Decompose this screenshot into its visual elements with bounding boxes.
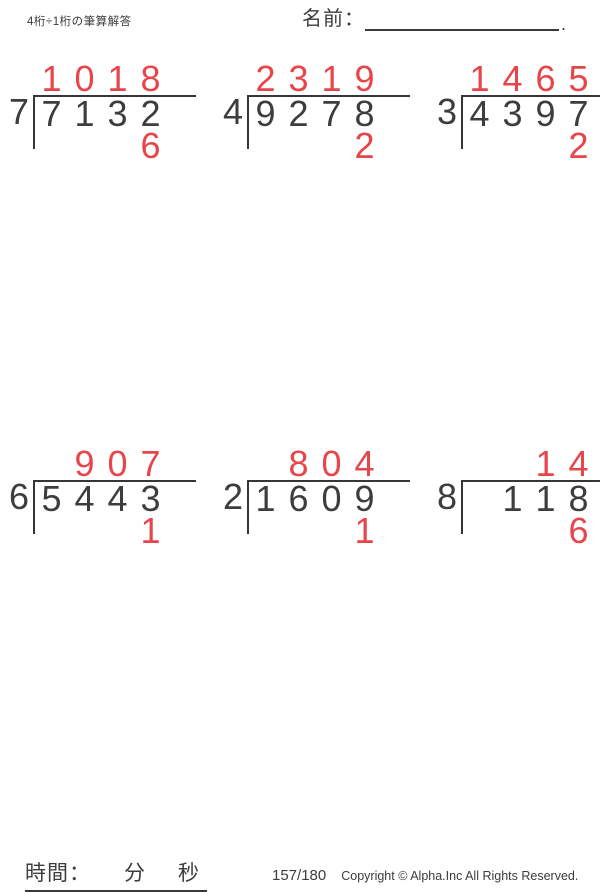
quotient-digit: 4	[354, 443, 375, 484]
remainder-row: 2	[249, 125, 381, 166]
quotient-digit: 0	[74, 58, 95, 99]
dividend-digit: 9	[255, 93, 276, 134]
quotient-digit: 2	[255, 58, 276, 99]
dividend-digit: 2	[140, 93, 161, 134]
remainder-digit: 1	[140, 510, 161, 551]
quotient-digit: 7	[140, 443, 161, 484]
remainder-digit: 6	[140, 125, 161, 166]
divisor-digit: 6	[8, 476, 30, 517]
dividend-digit: 7	[41, 93, 62, 134]
divisor-digit: 2	[222, 476, 244, 517]
name-line-period: .	[561, 14, 567, 34]
remainder-row: 6	[463, 510, 595, 551]
quotient-digit: 1	[535, 443, 556, 484]
divisor-digit: 7	[8, 91, 30, 132]
quotient-digit: 4	[502, 58, 523, 99]
quotient-digit: 0	[107, 443, 128, 484]
dividend-digit: 0	[321, 478, 342, 519]
quotient-digit: 1	[321, 58, 342, 99]
dividend-digit: 1	[535, 478, 556, 519]
dividend-digit: 3	[140, 478, 161, 519]
dividend-digit: 2	[288, 93, 309, 134]
quotient-digit: 8	[140, 58, 161, 99]
page-title: 4桁÷1桁の筆算解答	[27, 16, 132, 28]
dividend-digit: 3	[502, 93, 523, 134]
dividend-digit: 8	[568, 478, 589, 519]
dividend-digit: 5	[41, 478, 62, 519]
remainder-row: 1	[35, 510, 167, 551]
dividend-digit: 6	[288, 478, 309, 519]
quotient-digit: 0	[321, 443, 342, 484]
dividend-digit: 7	[568, 93, 589, 134]
remainder-digit: 2	[568, 125, 589, 166]
quotient-digit: 9	[74, 443, 95, 484]
time-field: 時間： 分 秒	[25, 857, 207, 892]
footer-info: 157/180 Copyright © Alpha.Inc All Rights…	[272, 867, 578, 884]
quotient-digit: 5	[568, 58, 589, 99]
dividend-digit: 4	[107, 478, 128, 519]
remainder-row: 2	[463, 125, 595, 166]
dividend-digit: 1	[255, 478, 276, 519]
quotient-digit: 1	[469, 58, 490, 99]
seconds-label: 秒	[178, 862, 199, 885]
remainder-digit: 2	[354, 125, 375, 166]
dividend-digit: 9	[535, 93, 556, 134]
copyright-text: Copyright © Alpha.Inc All Rights Reserve…	[341, 869, 579, 883]
divisor-digit: 3	[436, 91, 458, 132]
divisor-digit: 4	[222, 91, 244, 132]
remainder-row: 6	[35, 125, 167, 166]
minutes-label: 分	[124, 862, 145, 885]
remainder-digit: 6	[568, 510, 589, 551]
dividend-digit: 7	[321, 93, 342, 134]
quotient-digit: 3	[288, 58, 309, 99]
dividend-digit: 3	[107, 93, 128, 134]
dividend-digit: 1	[502, 478, 523, 519]
remainder-row: 1	[249, 510, 381, 551]
time-label: 時間：	[25, 862, 91, 885]
quotient-digit: 9	[354, 58, 375, 99]
remainder-digit: 1	[354, 510, 375, 551]
quotient-digit: 1	[107, 58, 128, 99]
quotient-digit: 4	[568, 443, 589, 484]
name-underline	[365, 7, 559, 31]
dividend-digit: 4	[74, 478, 95, 519]
dividend-digit: 1	[74, 93, 95, 134]
name-label: 名前：	[302, 8, 365, 30]
quotient-digit: 1	[41, 58, 62, 99]
divisor-digit: 8	[436, 476, 458, 517]
dividend-digit: 4	[469, 93, 490, 134]
page-number: 157/180	[272, 867, 327, 884]
name-field: 名前： .	[302, 7, 567, 34]
quotient-digit: 8	[288, 443, 309, 484]
dividend-digit: 9	[354, 478, 375, 519]
quotient-digit: 6	[535, 58, 556, 99]
dividend-digit: 8	[354, 93, 375, 134]
